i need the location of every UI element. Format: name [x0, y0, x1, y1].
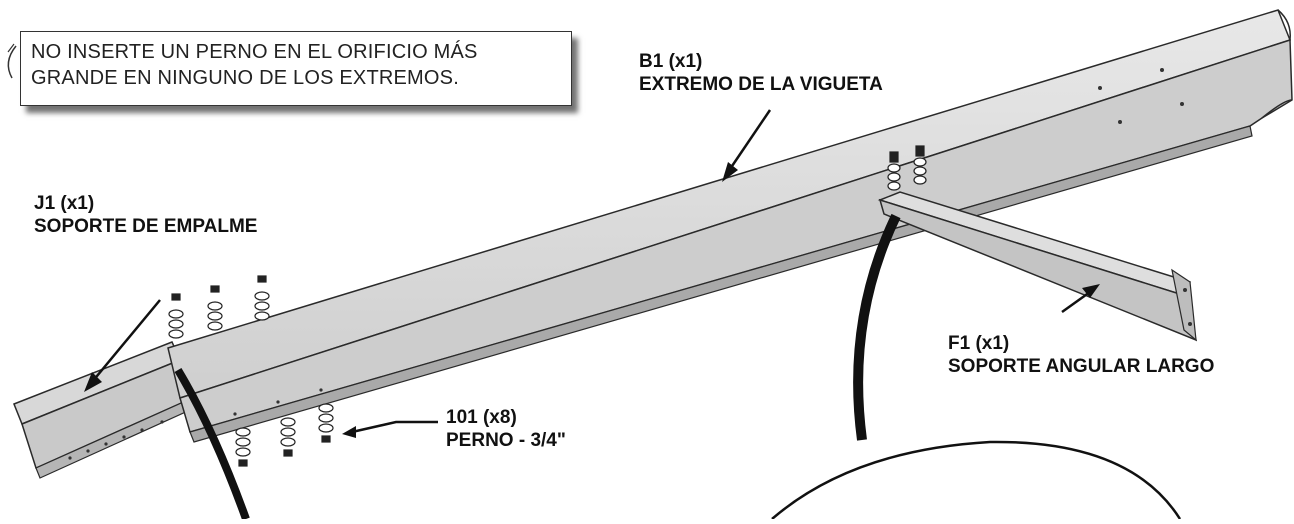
label-bolt: 101 (x8) PERNO - 3/4" — [446, 406, 566, 452]
label-b1-code: B1 (x1) — [639, 51, 703, 72]
label-j1: J1 (x1) SOPORTE DE EMPALME — [34, 192, 257, 238]
warning-note-line-2: GRANDE EN NINGUNO DE LOS EXTREMOS. — [31, 67, 459, 89]
label-f1: F1 (x1) SOPORTE ANGULAR LARGO — [948, 332, 1214, 378]
label-b1: B1 (x1) EXTREMO DE LA VIGUETA — [639, 50, 883, 96]
joist-end-b1 — [167, 9, 1293, 443]
label-j1-code: J1 (x1) — [34, 193, 95, 214]
splice-holes — [68, 420, 164, 460]
callout-curve-left — [174, 367, 250, 521]
partial-circle-icon — [7, 45, 17, 79]
label-f1-code: F1 (x1) — [948, 333, 1010, 354]
leader-arrows — [84, 109, 1100, 438]
label-f1-name: SOPORTE ANGULAR LARGO — [948, 356, 1215, 377]
warning-note: NO INSERTE UN PERNO EN EL ORIFICIO MÁS G… — [20, 31, 572, 106]
label-bolt-name: PERNO - 3/4" — [446, 430, 566, 451]
callout-curve-center — [853, 213, 901, 441]
joist-holes — [1098, 68, 1184, 124]
label-b1-name: EXTREMO DE LA VIGUETA — [639, 74, 883, 95]
partial-circle-icon-tick — [7, 43, 15, 53]
label-bolt-code: 101 (x8) — [446, 407, 517, 428]
detail-circle — [771, 440, 1182, 520]
splice-bracket-j1 — [13, 341, 191, 479]
warning-note-line-1: NO INSERTE UN PERNO EN EL ORIFICIO MÁS — [31, 41, 478, 63]
bolt-stack-icons — [168, 145, 927, 467]
angle-bracket-f1 — [877, 191, 1198, 342]
label-j1-name: SOPORTE DE EMPALME — [34, 216, 258, 237]
